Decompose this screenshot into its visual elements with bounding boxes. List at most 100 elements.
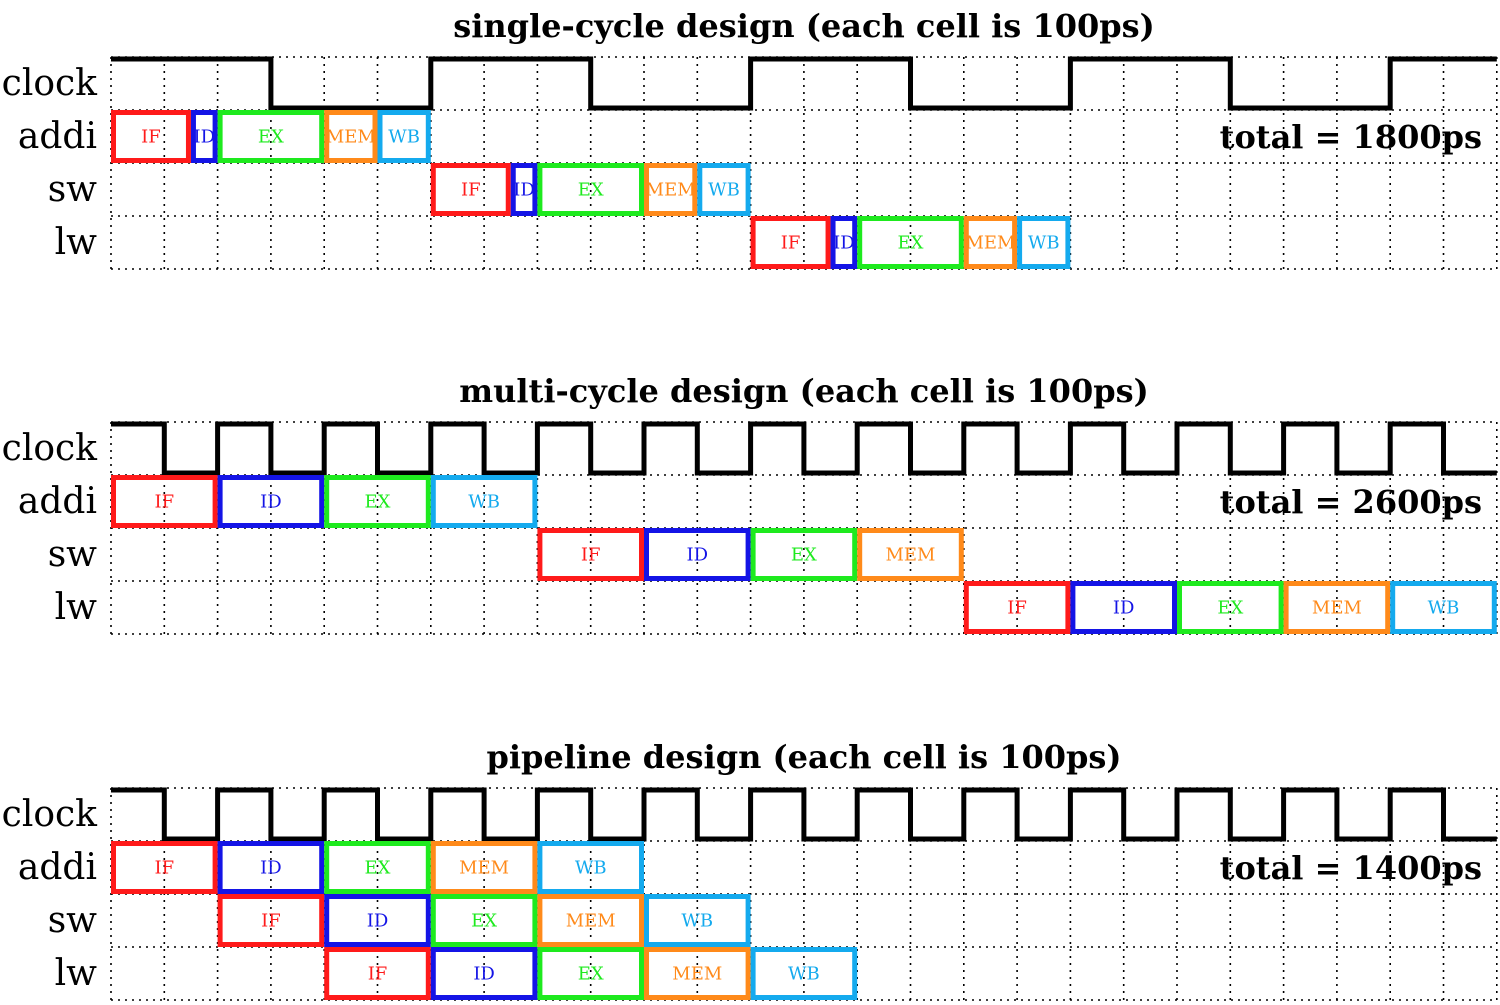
stage-block: EX [430,894,538,947]
clock-waveform [111,787,1497,842]
stage-box [750,947,858,1000]
stage-label: ID [833,233,855,254]
stage-box [1017,216,1071,269]
stage-label: ID [260,492,282,513]
stage-label: MEM [646,180,696,201]
stage-block: MEM [857,528,964,581]
stage-block: EX [537,947,645,1000]
stage-label: EX [1217,598,1243,619]
stage-box [217,841,325,894]
stage-label: EX [791,545,817,566]
stage-box [430,894,538,947]
instruction-label: lw [55,953,98,994]
stage-label: WB [681,911,713,932]
stage-box [1177,581,1284,634]
stage-box [537,163,645,216]
stage-block: ID [190,110,218,163]
stage-label: ID [260,858,282,879]
stage-block: IF [963,581,1071,634]
stage-box [217,894,325,947]
clock-waveform [111,421,1497,476]
stage-box [430,475,538,528]
stage-block: WB [644,894,751,947]
stage-box [750,528,858,581]
stage-label: IF [368,964,388,985]
stage-box [217,110,325,163]
stage-block: EX [857,216,964,269]
stage-block: WB [430,475,538,528]
stage-label: ID [367,911,389,932]
stage-box [697,163,751,216]
stage-label: MEM [885,545,935,566]
clock-waveform [111,56,1497,111]
stage-block: IF [750,216,831,269]
stage-label: WB [388,127,420,148]
stage-box [430,841,538,894]
stage-block: IF [111,110,191,163]
stage-block: ID [1070,581,1178,634]
stage-label: IF [154,858,174,879]
stage-box [324,947,431,1000]
stage-box [644,894,751,947]
stage-block: ID [217,475,325,528]
stage-label: WB [1428,598,1460,619]
stage-label: EX [578,964,604,985]
stage-box [111,841,218,894]
stage-block: WB [1390,581,1497,634]
stage-label: IF [141,127,161,148]
stage-box [750,216,831,269]
stage-box [857,216,964,269]
stage-block: EX [1177,581,1284,634]
instruction-label: sw [48,900,97,941]
stage-label: ID [1113,598,1135,619]
stage-box [963,581,1071,634]
stage-box [430,947,538,1000]
stage-block: IF [324,947,431,1000]
stage-label: EX [471,911,497,932]
stage-label: IF [154,492,174,513]
stage-box [111,475,218,528]
stage-box [1070,581,1178,634]
stage-block: WB [1017,216,1071,269]
stage-label: MEM [965,233,1015,254]
stage-label: EX [365,492,391,513]
stage-block: ID [324,894,431,947]
clock-label: clock [2,428,99,469]
stage-box [537,894,645,947]
stage-label: WB [575,858,607,879]
panel-title: multi-cycle design (each cell is 100ps) [459,372,1148,410]
instruction-label: sw [48,534,97,575]
stage-label: EX [258,127,284,148]
stage-block: ID [217,841,325,894]
stage-label: MEM [672,964,722,985]
stage-box [963,216,1018,269]
stage-block: IF [537,528,645,581]
stage-box [537,947,645,1000]
stage-box [190,110,218,163]
stage-label: WB [788,964,820,985]
stage-box [644,947,751,1000]
stage-box [830,216,858,269]
stage-label: IF [581,545,601,566]
stage-label: EX [578,180,604,201]
instruction-label: addi [18,481,97,522]
stage-label: IF [781,233,801,254]
stage-block: WB [537,841,645,894]
stage-block: EX [750,528,858,581]
stage-block: IF [111,475,218,528]
stage-block: EX [537,163,645,216]
panel-title: pipeline design (each cell is 100ps) [486,738,1121,776]
total-time: total = 1400ps [1220,849,1482,887]
stage-box [857,528,964,581]
total-time: total = 2600ps [1220,483,1482,521]
stage-block: WB [377,110,431,163]
stage-label: WB [708,180,740,201]
stage-block: MEM [963,216,1018,269]
timing-panel: multi-cycle design (each cell is 100ps) c… [2,372,1498,635]
stage-label: MEM [566,911,616,932]
instruction-label: lw [55,222,98,263]
stage-block: ID [510,163,538,216]
stage-label: MEM [326,127,376,148]
stage-label: WB [468,492,500,513]
